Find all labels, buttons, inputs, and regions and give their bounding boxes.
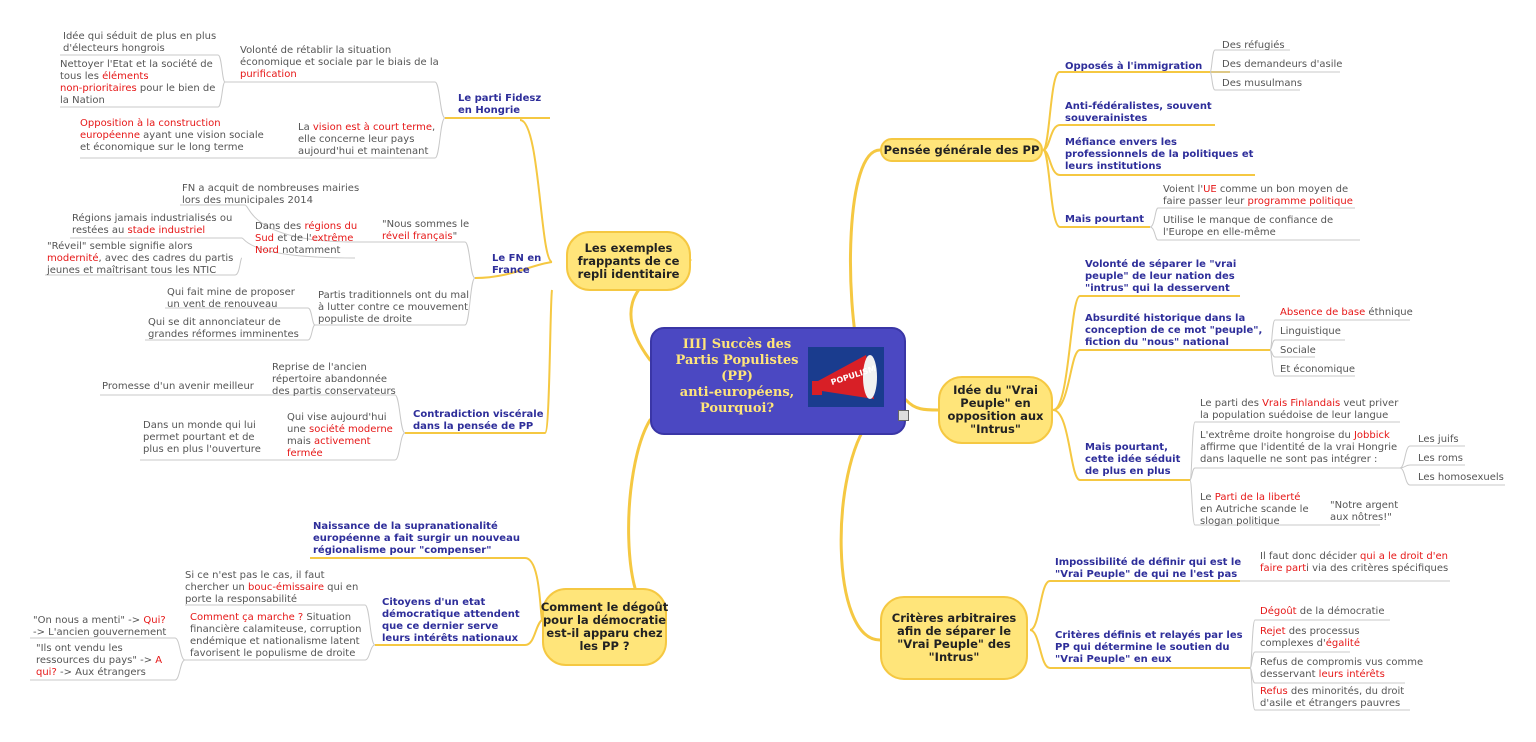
demandeurs-asile[interactable]: Des demandeurs d'asile [1222,59,1343,70]
economique[interactable]: Et économique [1280,364,1355,375]
mais-pourtant-pensee[interactable]: Mais pourtant [1065,214,1145,225]
on-nous-a-menti[interactable]: "On nous a menti" -> Qui?-> L'ancien gou… [33,615,167,638]
absence-base-ethnique[interactable]: Absence de base éthnique [1280,307,1413,318]
refugies[interactable]: Des réfugiés [1222,40,1285,51]
droit-en-faire-partie[interactable]: Il faut donc décider qui a le droit d'en… [1260,551,1449,574]
promesse-avenir[interactable]: Promesse d'un avenir meilleur [102,381,254,392]
vision-court-terme[interactable]: La vision est à court terme,elle concern… [298,122,436,157]
les-juifs[interactable]: Les juifs [1418,434,1459,445]
linguistique[interactable]: Linguistique [1280,326,1341,337]
note-icon[interactable] [898,410,909,421]
vrais-finlandais[interactable]: Le parti des Vrais Finlandais veut prive… [1200,398,1399,421]
topic-pensee-generale[interactable]: Pensée générale des PP [880,138,1043,162]
degout-democratie[interactable]: Dégoût de la démocratie [1260,606,1385,617]
opposes-immigration[interactable]: Opposés à l'immigration [1065,61,1203,72]
central-title: III] Succès des Partis Populistes (PP) a… [675,337,799,416]
les-roms[interactable]: Les roms [1418,453,1463,464]
central-topic[interactable]: III] Succès des Partis Populistes (PP) a… [650,327,906,435]
populism-megaphone-image: POPULISM [808,347,884,407]
les-homosexuels[interactable]: Les homosexuels [1418,472,1504,483]
musulmans[interactable]: Des musulmans [1222,78,1303,89]
impossibilite-definir[interactable]: Impossibilité de définir qui est le"Vrai… [1055,557,1242,580]
sociale[interactable]: Sociale [1280,345,1316,356]
